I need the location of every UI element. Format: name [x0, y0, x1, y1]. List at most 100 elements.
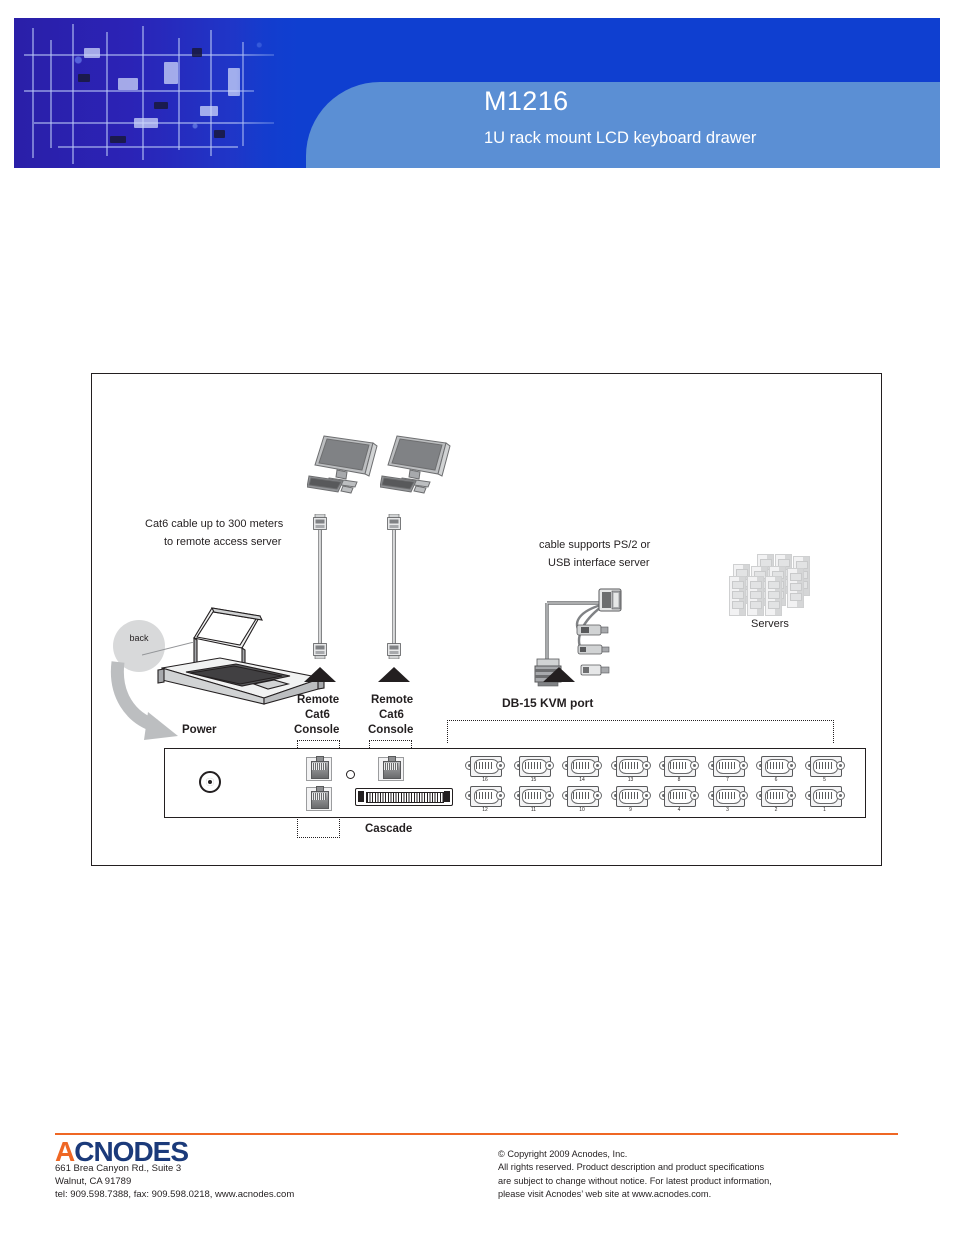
copyright-line-3: are subject to change without notice. Fo… — [498, 1175, 772, 1186]
kvm-port-3[interactable] — [707, 785, 748, 807]
kvm-port-9[interactable] — [610, 785, 651, 807]
logo-initial: A — [55, 1136, 75, 1167]
copyright-block: © Copyright 2009 Acnodes, Inc. All right… — [498, 1148, 772, 1201]
kvm-port-label-7: 7 — [726, 777, 729, 783]
rj45-connector-top-1 — [313, 513, 327, 531]
lcd-keyboard-drawer — [150, 602, 330, 712]
kvm-port-5[interactable] — [804, 755, 845, 777]
db15-screw-right — [496, 761, 505, 770]
page-title: M1216 — [484, 86, 569, 116]
kvm-port-11[interactable] — [513, 785, 554, 807]
db15-screw-right — [738, 791, 748, 800]
db15-screw-right — [738, 761, 748, 770]
db15-screw-right — [496, 791, 505, 800]
arrow-db15-kvm-port — [543, 667, 575, 682]
db15-screw-right — [690, 761, 699, 770]
kvm-port-14[interactable] — [562, 755, 602, 777]
db15-screw-right — [641, 761, 651, 770]
power-label: Power — [182, 724, 217, 736]
db15-pins — [670, 791, 688, 799]
db15-screw-right — [641, 791, 651, 800]
address-line-1: 661 Brea Canyon Rd., Suite 3 — [55, 1163, 182, 1174]
acnodes-logo: ACNODES — [55, 1136, 189, 1167]
kvm-port-7[interactable] — [707, 755, 748, 777]
power-jack[interactable] — [199, 771, 221, 793]
db15-screw-right — [835, 791, 845, 800]
arrow-remote-console-2 — [378, 667, 410, 682]
kvm-port-1[interactable] — [804, 785, 845, 807]
db15-pins — [767, 791, 785, 799]
kvm-port-label-15: 15 — [530, 777, 537, 783]
db15-pins — [718, 761, 737, 769]
kvm-port-10[interactable] — [562, 785, 602, 807]
logo-wordmark: CNODES — [74, 1136, 189, 1167]
rj45-connector-bottom-2 — [387, 642, 401, 660]
db15-screw-right — [544, 761, 554, 770]
servers-label: Servers — [751, 618, 789, 630]
reset-button[interactable] — [346, 770, 355, 779]
kvm-port-label-10: 10 — [579, 807, 585, 813]
address-line-2: Walnut, CA 91789 — [55, 1176, 132, 1187]
copyright-line-2: All rights reserved. Product description… — [498, 1162, 765, 1173]
cat6-cable-2 — [385, 513, 403, 660]
circuit-board-image — [14, 18, 306, 168]
db15-pins — [621, 791, 640, 799]
db15-pins — [670, 761, 688, 769]
db15-screw-right — [690, 791, 699, 800]
db15-port-bracket — [447, 720, 834, 743]
page-subtitle: 1U rack mount LCD keyboard drawer — [484, 129, 757, 147]
kvm-port-4[interactable] — [659, 785, 699, 807]
kvm-port-2[interactable] — [756, 785, 796, 807]
remote-console-monitor-2 — [379, 434, 454, 500]
db15-screw-right — [787, 761, 796, 770]
kvm-note-line-2: USB interface server — [548, 557, 650, 569]
servers-cluster — [729, 554, 815, 616]
db15-screw-right — [787, 791, 796, 800]
remote-console-2-line-2: Cat6 — [379, 709, 404, 721]
kvm-port-15[interactable] — [513, 755, 554, 777]
db15-screw-right — [835, 761, 845, 770]
cat6-note-line-2: to remote access server — [164, 536, 282, 548]
remote-console-1-line-3: Console — [294, 724, 340, 736]
remote-cat6-port-1a[interactable] — [306, 756, 332, 781]
kvm-port-label-14: 14 — [579, 777, 585, 783]
remote-cat6-port-1b[interactable] — [306, 786, 332, 811]
kvm-port-13[interactable] — [610, 755, 651, 777]
db15-kvm-port-label: DB-15 KVM port — [502, 696, 594, 710]
kvm-port-label-4: 4 — [677, 807, 681, 813]
db15-pins — [718, 791, 737, 799]
page-header — [14, 18, 940, 168]
db15-screw-right — [544, 791, 554, 800]
address-line-3: tel: 909.598.7388, fax: 909.598.0218, ww… — [55, 1189, 295, 1200]
cat6-cable-1 — [311, 513, 329, 660]
db15-pins — [524, 761, 543, 769]
remote-cat6-port-2[interactable] — [378, 756, 404, 781]
kvm-port-16[interactable] — [465, 755, 505, 777]
rj45-connector-bottom-1 — [313, 642, 327, 660]
cascade-connector[interactable] — [355, 788, 453, 806]
back-label: back — [129, 633, 149, 643]
arrow-remote-console-1 — [304, 667, 336, 682]
kvm-port-6[interactable] — [756, 755, 796, 777]
company-address: 661 Brea Canyon Rd., Suite 3 Walnut, CA … — [55, 1162, 294, 1201]
footer-divider — [55, 1133, 898, 1135]
copyright-line-1: © Copyright 2009 Acnodes, Inc. — [498, 1149, 628, 1159]
kvm-port-label-13: 13 — [627, 777, 634, 783]
connection-diagram: Cat6 cable up to 300 meters to remote ac… — [91, 373, 882, 866]
kvm-port-label-1: 1 — [823, 807, 826, 813]
kvm-port-label-3: 3 — [726, 807, 729, 813]
rj45-connector-top-2 — [387, 513, 401, 531]
db15-screw-right — [593, 761, 602, 770]
kvm-port-12[interactable] — [465, 785, 505, 807]
remote-console-2-line-3: Console — [368, 724, 414, 736]
kvm-port-label-6: 6 — [774, 777, 778, 783]
remote-console-monitor-1 — [306, 434, 381, 500]
db15-screw-right — [593, 791, 602, 800]
kvm-port-8[interactable] — [659, 755, 699, 777]
db15-pins — [621, 761, 640, 769]
cascade-label: Cascade — [365, 823, 413, 835]
db15-pins — [524, 791, 543, 799]
